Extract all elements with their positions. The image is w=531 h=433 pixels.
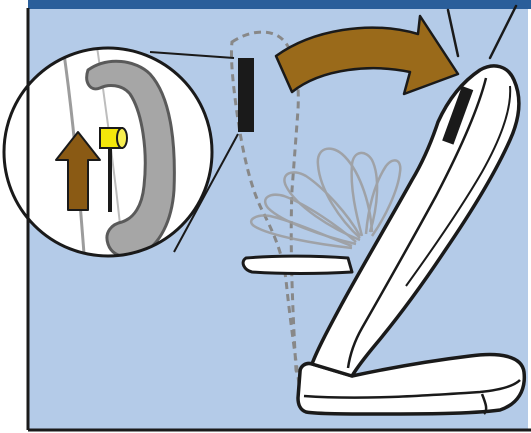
ghost-release-lever bbox=[238, 58, 254, 132]
seatback-release-lever bbox=[442, 86, 474, 145]
up-arrow-icon bbox=[55, 131, 101, 211]
top-band bbox=[28, 0, 531, 9]
motion-trail bbox=[249, 147, 402, 250]
motion-lines bbox=[446, 4, 518, 60]
lever-handle bbox=[85, 59, 176, 256]
armrest bbox=[241, 254, 354, 275]
curved-arrow bbox=[274, 14, 460, 96]
seat-back-inner-seam bbox=[346, 77, 488, 369]
seat-cushion-front bbox=[480, 393, 488, 415]
seat-cushion bbox=[296, 352, 527, 416]
seat-back-side-seam bbox=[405, 85, 512, 287]
seat-cushion-seam bbox=[303, 379, 521, 399]
callout-lines bbox=[149, 51, 239, 253]
magnifier-callout bbox=[2, 46, 214, 258]
seat-back bbox=[310, 64, 521, 378]
